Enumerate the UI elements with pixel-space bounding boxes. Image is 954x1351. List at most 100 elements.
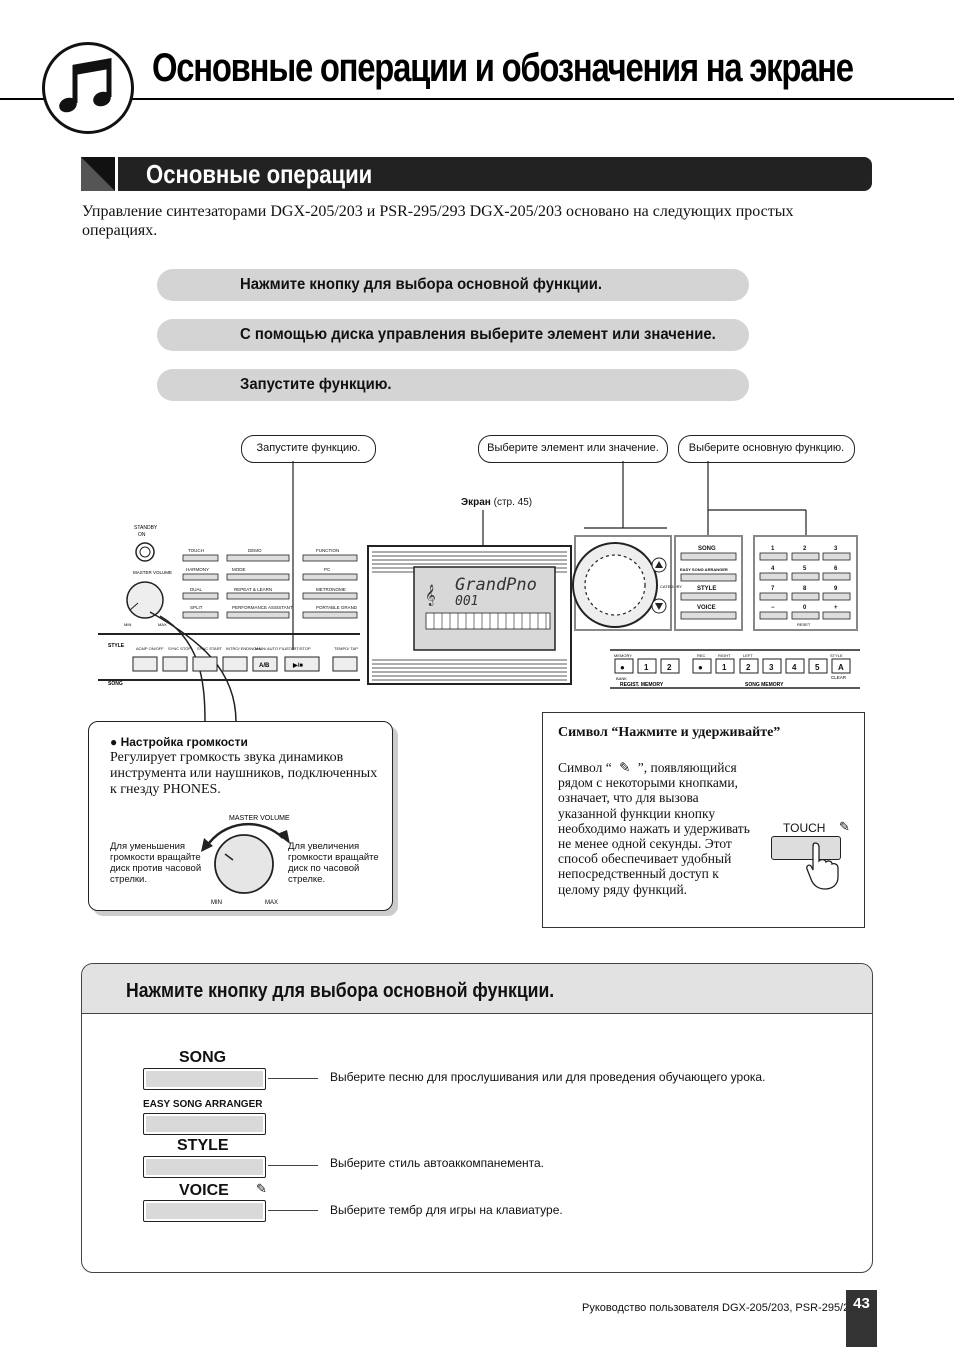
svg-text:START/STOP: START/STOP	[286, 646, 311, 651]
svg-text:SONG: SONG	[698, 546, 716, 552]
function-buttons-title: Нажмите кнопку для выбора основной функц…	[126, 980, 555, 1002]
function-buttons-header: Нажмите кнопку для выбора основной функц…	[82, 964, 872, 1014]
easy-song-arranger-label: EASY SONG ARRANGER	[143, 1099, 263, 1110]
song-label: SONG	[179, 1049, 227, 1066]
svg-text:●: ●	[620, 663, 625, 672]
svg-text:MIN: MIN	[124, 622, 131, 627]
svg-text:STYLE: STYLE	[830, 653, 843, 658]
svg-text:A: A	[838, 663, 844, 672]
leader-line	[268, 1210, 318, 1211]
song-description: Выберите песню для прослушивания или для…	[330, 1070, 766, 1084]
volume-knob-icon: MASTER VOLUME MIN MAX	[201, 815, 290, 906]
svg-text:REC: REC	[697, 653, 706, 658]
voice-description: Выберите тембр для игры на клавиатуре.	[330, 1203, 563, 1217]
svg-text:9: 9	[834, 586, 838, 592]
section-marker-icon	[81, 157, 115, 191]
svg-text:MAIN/ AUTO FILL: MAIN/ AUTO FILL	[255, 646, 288, 651]
svg-text:CLEAR: CLEAR	[831, 675, 847, 680]
voice-label: VOICE	[179, 1182, 229, 1199]
svg-text:SYNC START: SYNC START	[197, 646, 223, 651]
svg-text:RESET: RESET	[797, 622, 811, 627]
step-pill: Нажмите кнопку для выбора основной функц…	[157, 269, 749, 301]
svg-text:●: ●	[698, 663, 703, 672]
step-pill: С помощью диска управления выберите элем…	[157, 319, 749, 351]
lcd-voice-number: 001	[455, 594, 478, 609]
svg-text:6: 6	[834, 566, 838, 572]
svg-text:3: 3	[834, 546, 838, 552]
finger-icon	[806, 842, 839, 890]
svg-text:PORTABLE GRAND: PORTABLE GRAND	[316, 605, 358, 610]
svg-text:1: 1	[644, 663, 649, 672]
step-pill: Запустите функцию.	[157, 369, 749, 401]
leader-line	[268, 1165, 318, 1166]
svg-text:FUNCTION: FUNCTION	[316, 548, 339, 553]
master-volume-label: MASTER VOLUME	[133, 570, 172, 575]
leader-line	[268, 1078, 318, 1079]
svg-text:2: 2	[667, 663, 672, 672]
svg-text:PC: PC	[324, 567, 331, 572]
on-label: ON	[138, 532, 146, 538]
volume-box-text: Регулирует громкость звука динамиков инс…	[110, 750, 378, 797]
svg-text:5: 5	[815, 663, 820, 672]
svg-text:CATEGORY: CATEGORY	[660, 584, 682, 589]
svg-text:1: 1	[771, 546, 775, 552]
svg-text:3: 3	[769, 663, 774, 672]
svg-text:2: 2	[803, 546, 807, 552]
svg-text:STYLE: STYLE	[697, 586, 716, 592]
svg-text:SYNC STOP: SYNC STOP	[168, 646, 191, 651]
svg-text:−: −	[771, 605, 775, 611]
standby-label: STANDBY	[134, 525, 158, 531]
svg-text:8: 8	[803, 586, 807, 592]
press-and-hold-info-box: Символ “Нажмите и удерживайте” Символ “✎…	[542, 712, 865, 928]
svg-text:DEMO: DEMO	[248, 548, 262, 553]
footer-text: Руководство пользователя DGX-205/203, PS…	[582, 1302, 862, 1314]
song-button[interactable]	[143, 1068, 266, 1090]
svg-text:A/B: A/B	[259, 663, 270, 669]
voice-button[interactable]	[143, 1200, 266, 1222]
section-bar	[118, 157, 872, 191]
press-hold-icon: ✎	[619, 760, 631, 775]
music-note-icon	[42, 42, 134, 134]
volume-box-title: ● Настройка громкости	[110, 735, 248, 749]
svg-text:PERFORMANCE ASSISTANT: PERFORMANCE ASSISTANT	[232, 605, 293, 610]
easy-song-arranger-button[interactable]	[143, 1113, 266, 1135]
step-label: С помощью диска управления выберите элем…	[240, 326, 716, 343]
volume-info-box: ● Настройка громкости Регулирует громкос…	[88, 721, 393, 911]
svg-text:TOUCH: TOUCH	[188, 548, 204, 553]
press-hold-icon: ✎	[256, 1181, 267, 1196]
svg-text:MEMORY: MEMORY	[614, 653, 632, 658]
step-label: Нажмите кнопку для выбора основной функц…	[240, 276, 603, 293]
svg-text:+: +	[834, 605, 838, 611]
svg-text:EASY SONG ARRANGER: EASY SONG ARRANGER	[680, 567, 728, 572]
callout-select-item: Выберите элемент или значение.	[478, 435, 668, 463]
intro-text: Управление синтезаторами DGX-205/203 и P…	[82, 203, 794, 239]
touch-button	[771, 836, 841, 860]
svg-text:1: 1	[722, 663, 727, 672]
style-button[interactable]	[143, 1156, 266, 1178]
svg-text:MIN: MIN	[211, 900, 222, 906]
page-title: Основные операции и обозначения на экран…	[152, 46, 854, 90]
svg-text:METRONOME: METRONOME	[316, 587, 346, 592]
svg-text:SONG MEMORY: SONG MEMORY	[745, 682, 784, 688]
svg-text:MAX: MAX	[158, 622, 167, 627]
svg-text:▶/■: ▶/■	[292, 662, 303, 669]
svg-text:BANK: BANK	[616, 676, 627, 681]
keyboard-panel-illustration: STANDBY ON MASTER VOLUME MIN MAX TOUCH D…	[98, 461, 860, 723]
svg-text:0: 0	[803, 605, 807, 611]
svg-text:REGIST. MEMORY: REGIST. MEMORY	[620, 682, 664, 688]
svg-text:5: 5	[803, 566, 807, 572]
svg-text:MASTER VOLUME: MASTER VOLUME	[229, 815, 290, 822]
section-title: Основные операции	[146, 159, 373, 189]
svg-text:ACMP ON/OFF: ACMP ON/OFF	[136, 646, 164, 651]
touch-box-text: Символ “✎”, появляю­щийся рядом с некото…	[558, 760, 750, 897]
touch-box-title: Символ “Нажмите и удерживайте”	[558, 725, 781, 740]
svg-text:4: 4	[792, 663, 797, 672]
svg-text:INTRO/ ENDING/rit.: INTRO/ ENDING/rit.	[226, 646, 262, 651]
step-label: Запустите функцию.	[240, 376, 392, 393]
touch-label: TOUCH	[783, 821, 826, 835]
style-label: STYLE	[177, 1137, 229, 1154]
header-rule	[0, 98, 954, 100]
svg-text:SONG: SONG	[108, 681, 123, 687]
svg-text:VOICE: VOICE	[697, 605, 716, 611]
svg-text:HARMONY: HARMONY	[186, 567, 209, 572]
